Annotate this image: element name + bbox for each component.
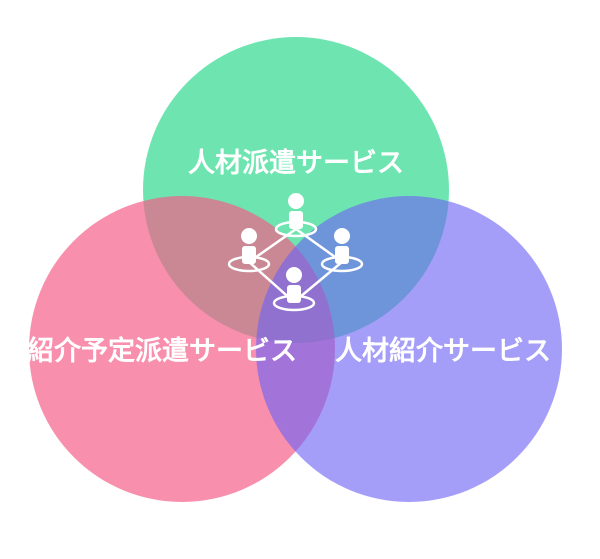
label-left: 紹介予定派遣サービス: [27, 335, 297, 367]
circle-right: [256, 196, 562, 502]
label-right: 人材紹介サービス: [335, 335, 551, 367]
circle-left: [29, 196, 335, 502]
people-network-icon: [227, 193, 364, 312]
label-top: 人材派遣サービス: [188, 148, 404, 179]
